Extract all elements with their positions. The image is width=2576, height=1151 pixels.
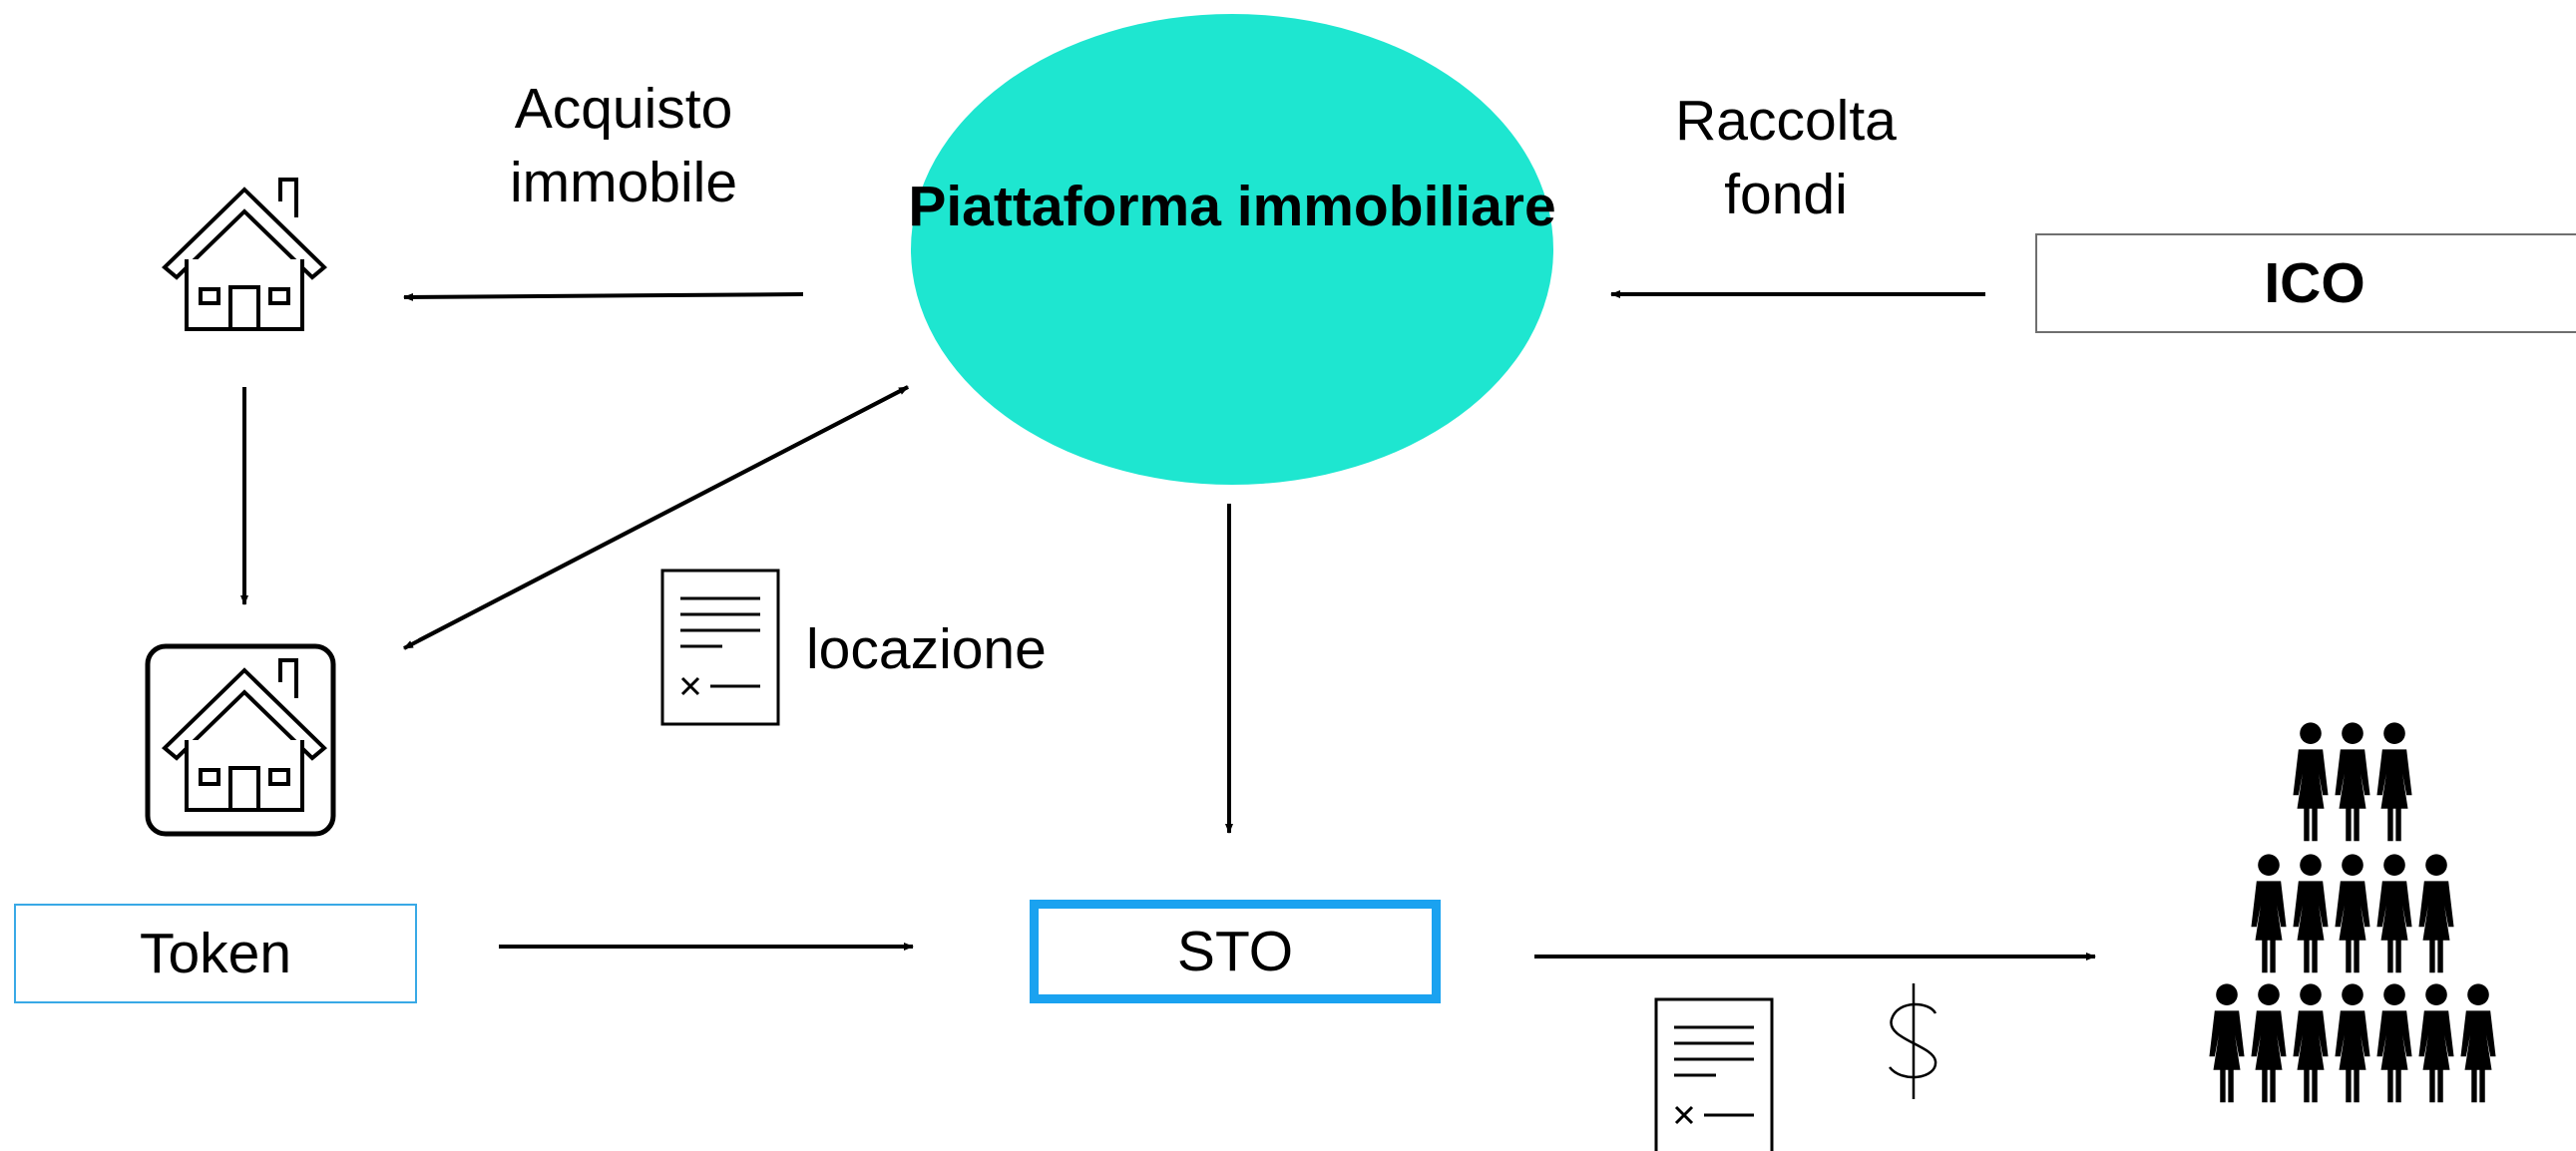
house-icon xyxy=(163,178,326,331)
person-icon xyxy=(2293,722,2329,842)
person-icon xyxy=(2335,983,2370,1103)
ico-box: ICO xyxy=(2035,233,2576,333)
person-icon xyxy=(2251,854,2287,973)
person-icon xyxy=(2335,854,2370,973)
token-box: Token xyxy=(14,904,417,1003)
person-icon xyxy=(2376,854,2412,973)
person-icon xyxy=(2209,983,2245,1103)
person-icon xyxy=(2460,983,2496,1103)
locazione-label: locazione xyxy=(806,617,1047,681)
person-icon xyxy=(2376,983,2412,1103)
person-icon xyxy=(2335,722,2370,842)
acquisto-label: Acquisto immobile xyxy=(509,77,738,215)
person-icon xyxy=(2376,722,2412,842)
document-icon xyxy=(660,569,780,726)
arrow-locazione-2 xyxy=(403,385,909,650)
document-icon xyxy=(1654,997,1774,1151)
platform-label: Piattaforma immobiliare xyxy=(908,175,1556,238)
platform-ellipse xyxy=(911,14,1553,485)
sto-box: STO xyxy=(1030,900,1441,1003)
dollar-icon xyxy=(1889,983,1937,1099)
person-icon xyxy=(2293,983,2329,1103)
crowd-icon xyxy=(2209,722,2496,1103)
arrow-platform-to-house xyxy=(403,292,804,301)
tokenized-house-icon xyxy=(145,643,336,837)
person-icon xyxy=(2293,854,2329,973)
raccolta-label: Raccolta fondi xyxy=(1675,89,1897,227)
person-icon xyxy=(2251,983,2287,1103)
person-icon xyxy=(2418,983,2454,1103)
person-icon xyxy=(2418,854,2454,973)
